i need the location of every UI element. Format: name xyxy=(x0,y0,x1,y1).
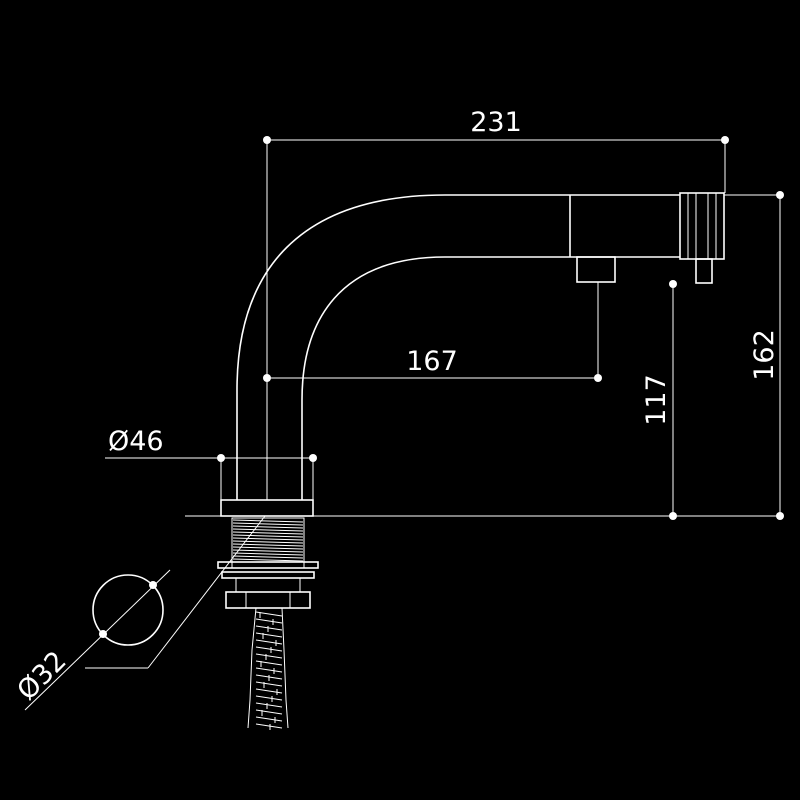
thread-line xyxy=(232,531,304,535)
thread-line xyxy=(232,528,304,532)
hose-braid-line xyxy=(255,716,283,722)
hose-braid-line xyxy=(255,660,283,666)
dimension-d32-label: Ø32 xyxy=(11,645,72,706)
dimension-outlet-reach: 167 xyxy=(263,282,602,382)
flexible-hose xyxy=(247,607,289,730)
dimension-117-label: 117 xyxy=(641,374,672,426)
dimension-outlet-height: 117 xyxy=(641,280,677,520)
dimension-overall-height: 162 xyxy=(724,191,784,520)
thread-line xyxy=(232,525,304,529)
thread-line xyxy=(232,543,304,547)
base-flange xyxy=(220,499,314,517)
hose-braid-line xyxy=(255,625,283,631)
thread-line xyxy=(232,552,304,556)
shank-section-circle xyxy=(92,574,164,646)
hose-braid-line xyxy=(255,702,283,708)
hose-braid-line xyxy=(255,646,283,652)
dimension-d46-label: Ø46 xyxy=(108,426,164,457)
hose-braid-line xyxy=(255,667,283,673)
thread-line xyxy=(232,558,304,562)
hose-braid-line xyxy=(255,681,283,687)
hose-braid-line xyxy=(255,695,283,701)
thread-line xyxy=(232,534,304,538)
thread-line xyxy=(232,546,304,550)
dimension-base-diameter: Ø46 xyxy=(105,426,317,500)
dimension-231-label: 231 xyxy=(470,107,522,138)
hose-braid-line xyxy=(255,618,283,624)
spout-body xyxy=(236,194,680,500)
spout-tip xyxy=(679,192,725,284)
hose-braid-line xyxy=(255,653,283,659)
hose-braid-line xyxy=(255,688,283,694)
thread-line xyxy=(232,522,304,526)
hose-braid-line xyxy=(255,632,283,638)
hose-braid-line xyxy=(255,709,283,715)
thread-line xyxy=(232,519,304,523)
thread-line xyxy=(232,555,304,559)
thread-line xyxy=(232,537,304,541)
threaded-shank xyxy=(217,517,319,609)
dimension-162-label: 162 xyxy=(749,329,780,381)
sensor-outlet xyxy=(576,256,616,283)
thread-line xyxy=(232,540,304,544)
dimension-167-label: 167 xyxy=(406,346,458,377)
dimension-shank-diameter: Ø32 xyxy=(11,515,266,711)
hose-braid-line xyxy=(255,639,283,645)
thread-line xyxy=(232,549,304,553)
dimension-overall-length: 231 xyxy=(263,107,729,500)
hose-braid-line xyxy=(255,723,283,729)
